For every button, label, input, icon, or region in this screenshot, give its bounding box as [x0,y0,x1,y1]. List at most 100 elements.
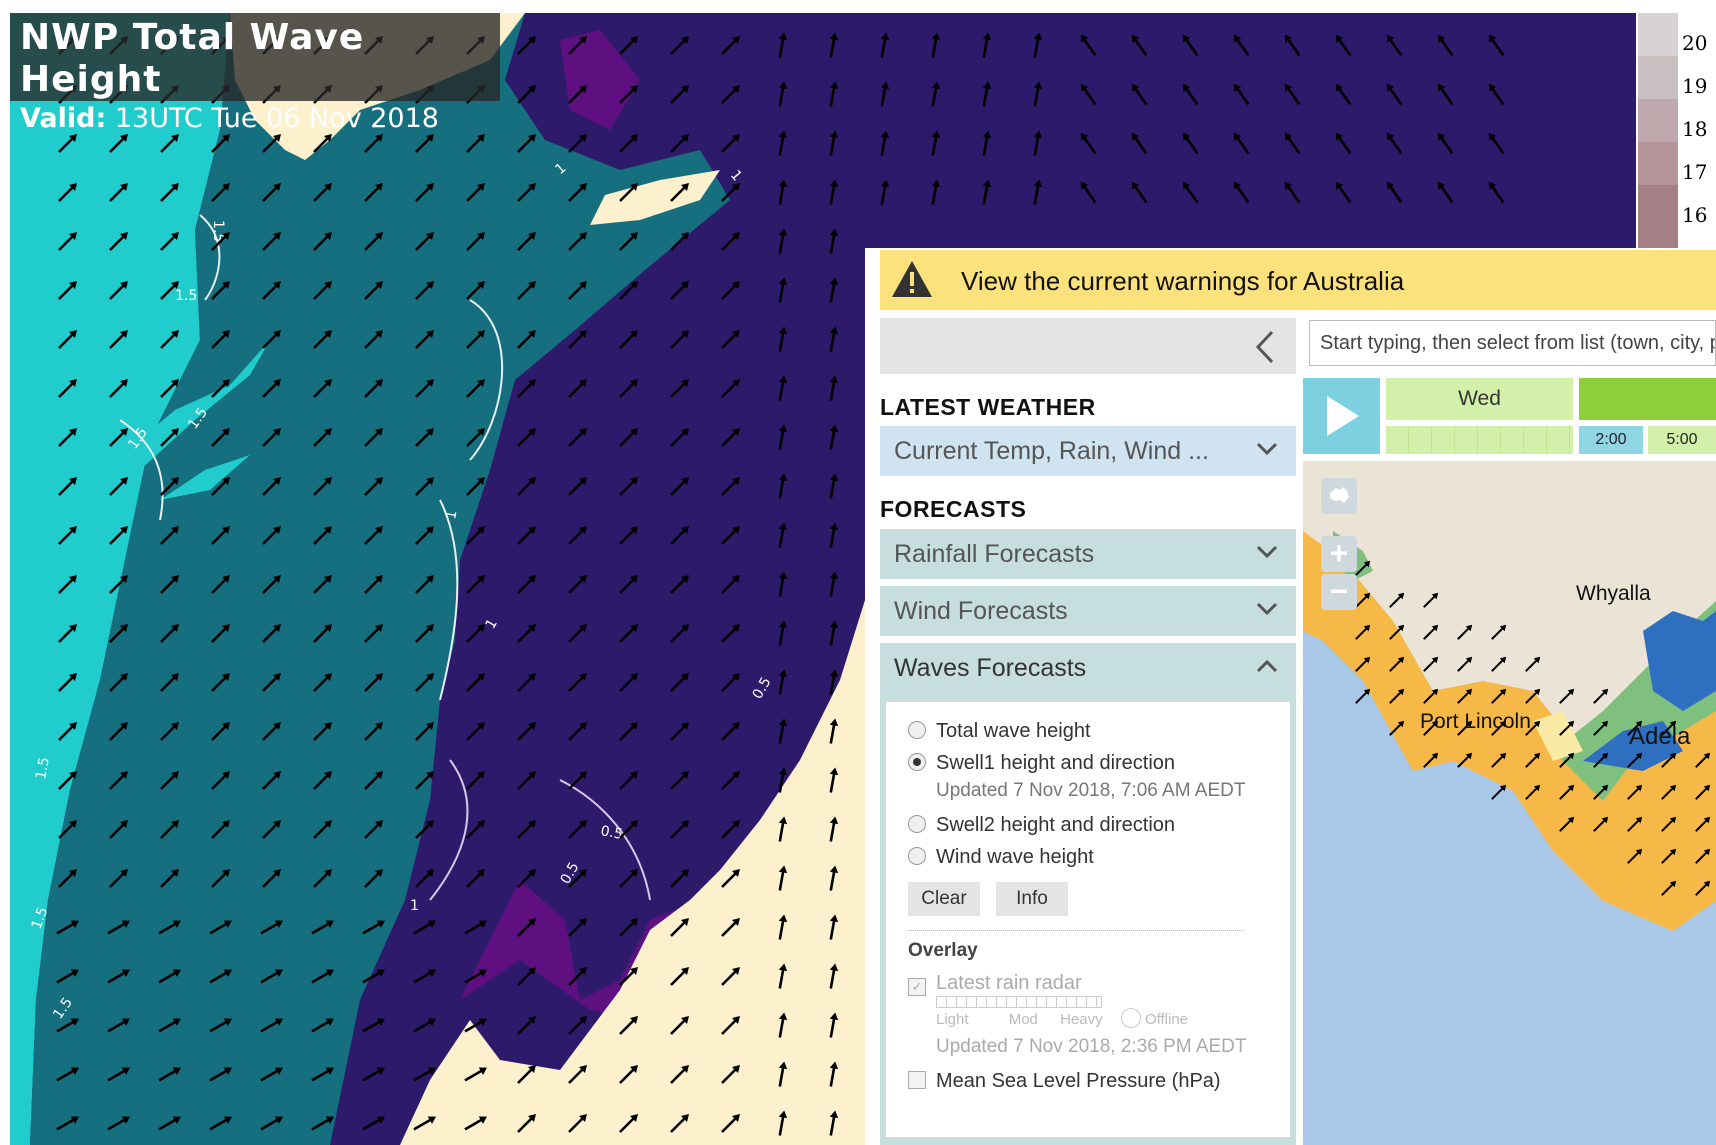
accordion-label: Current Temp, Rain, Wind ... [894,437,1209,465]
legend-label: 16 [1682,203,1708,227]
legend-label: 20 [1682,31,1708,55]
high-wave-sliver [160,455,250,500]
contour-label: 1.5 [210,220,226,242]
accordion-wind-forecasts[interactable]: Wind Forecasts [880,586,1296,636]
land-south-coast [400,600,865,1145]
divider [908,930,1244,931]
warning-icon [892,261,932,297]
chevron-up-icon [1256,659,1278,673]
place-label: Adela [1629,723,1691,750]
wave-actions: Clear Info [908,882,1088,916]
radar-scale-labels: Light Mod Heavy Offline [936,1008,1236,1028]
timeline-day[interactable]: Wed [1386,378,1573,420]
play-icon [1327,396,1359,436]
zoom-in-button[interactable]: + [1321,536,1357,572]
radio-button[interactable] [908,847,926,865]
high-wave-sliver [115,340,270,470]
radio-button[interactable] [908,721,926,739]
accordion-rainfall-forecasts[interactable]: Rainfall Forecasts [880,529,1296,579]
option-label: Mean Sea Level Pressure (hPa) [936,1070,1221,1092]
legend-swatch [1638,13,1678,57]
forecasts-heading: FORECASTS [880,496,1027,522]
chevron-down-icon [1256,442,1278,456]
option-label: Swell2 height and direction [936,814,1176,836]
legend-label: 17 [1682,160,1708,184]
zoom-out-button[interactable]: − [1321,574,1357,610]
search-input[interactable] [1310,321,1715,365]
option-swell1[interactable]: Swell1 height and direction [908,752,1175,775]
waves-forecasts-panel: Total wave height Swell1 height and dire… [880,692,1296,1145]
option-label: Latest rain radar [936,972,1082,994]
radar-intensity-scale [936,996,1102,1008]
radar-heavy-label: Heavy [1060,1011,1103,1028]
timeline-hours[interactable] [1386,426,1573,454]
radar-updated-text: Updated 7 Nov 2018, 2:36 PM AEDT [936,1036,1247,1057]
map-title-box: NWP Total Wave Height Valid: 13UTC Tue 0… [10,13,500,134]
waves-options: Total wave height Swell1 height and dire… [886,702,1290,1137]
overlay-rain-radar: ✓ Latest rain radar [908,972,1082,996]
chevron-left-icon[interactable] [1254,330,1276,364]
bom-weather-panel: View the current warnings for Australia … [865,248,1716,1145]
contour-label: 0.5 [599,823,624,843]
chevron-down-icon [1256,545,1278,559]
latest-weather-heading: LATEST WEATHER [880,394,1096,420]
legend-swatch [1638,99,1678,143]
legend-label: 18 [1682,117,1708,141]
offline-radio [1120,1008,1141,1028]
option-label: Swell1 height and direction [936,752,1176,774]
checkbox-checked-disabled: ✓ [908,978,926,996]
forecast-timeline: Wed 2:00 5:00 [1303,378,1716,454]
accordion-latest-weather[interactable]: Current Temp, Rain, Wind ... [880,426,1296,476]
timeline-next-day[interactable] [1579,378,1716,420]
warnings-banner[interactable]: View the current warnings for Australia [880,250,1716,310]
map-valid-time: Valid: 13UTC Tue 06 Nov 2018 [20,103,439,134]
map-title: NWP Total Wave Height [20,17,365,100]
radar-light-label: Light [936,1011,969,1028]
australia-reset-button[interactable] [1321,478,1357,514]
radio-button-selected[interactable] [908,753,926,771]
legend-swatch [1638,228,1678,249]
contour-label: 1.5 [29,905,52,931]
legend-label: 19 [1682,74,1708,98]
legend-swatch [1638,56,1678,100]
radio-button[interactable] [908,815,926,833]
legend-swatch [1638,142,1678,186]
chevron-down-icon [1256,602,1278,616]
accordion-label: Waves Forecasts [894,654,1087,682]
accordion-waves-forecasts[interactable]: Waves Forecasts [880,643,1296,693]
colour-scale-legend: 20 19 18 17 16 [1636,13,1716,249]
swell-forecast-map[interactable]: + − Whyalla Port Lincoln Adela [1303,461,1716,1145]
accordion-label: Rainfall Forecasts [894,540,1095,568]
contour-label: 1 [410,898,419,914]
accordion-label: Wind Forecasts [894,597,1068,625]
info-button[interactable]: Info [996,882,1068,916]
location-search[interactable] [1309,320,1716,366]
checkbox[interactable] [908,1071,926,1089]
swell-map-canvas [1303,461,1716,1145]
timeline-time[interactable]: 5:00 [1648,426,1716,454]
option-label: Wind wave height [936,846,1094,868]
place-label: Port Lincoln [1420,710,1531,733]
warnings-link[interactable]: View the current warnings for Australia [961,266,1405,296]
swell1-updated-text: Updated 7 Nov 2018, 7:06 AM AEDT [936,780,1246,801]
radar-mod-label: Mod [1008,1011,1038,1028]
option-label: Total wave height [936,720,1091,742]
overlay-heading: Overlay [908,940,978,961]
clear-button[interactable]: Clear [908,882,980,916]
contour-label: 1 [443,509,460,521]
option-total-wave-height[interactable]: Total wave height [908,720,1091,743]
timeline-time[interactable]: 2:00 [1579,426,1643,454]
low-wave-region [560,30,640,130]
contour-label: 1.5 [33,756,53,781]
option-swell2[interactable]: Swell2 height and direction [908,814,1175,837]
legend-swatch [1638,185,1678,229]
contour-label: 1.5 [175,288,197,304]
australia-icon [1330,487,1349,503]
overlay-mslp[interactable]: Mean Sea Level Pressure (hPa) [908,1070,1221,1093]
option-wind-wave-height[interactable]: Wind wave height [908,846,1094,869]
high-wave-region [10,13,230,1145]
sidebar: LATEST WEATHER Current Temp, Rain, Wind … [880,318,1296,1145]
sidebar-collapse-bar[interactable] [880,318,1296,374]
radar-offline-label: Offline [1144,1011,1189,1028]
play-button[interactable] [1303,378,1380,454]
